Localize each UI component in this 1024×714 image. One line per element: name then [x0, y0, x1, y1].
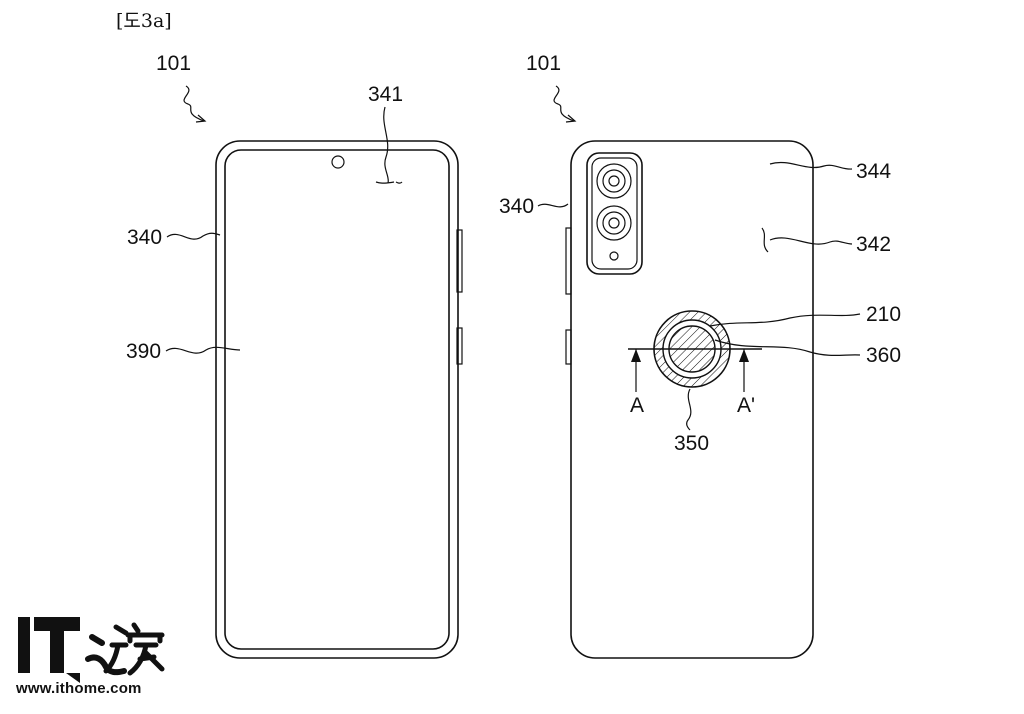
camera-lens-2-mid: [602, 211, 626, 235]
leader-101-front-arrowhead: [195, 114, 207, 123]
watermark-url: www.ithome.com: [16, 680, 142, 697]
label-390: 390: [126, 340, 161, 363]
it-mark: [18, 617, 80, 683]
ithome-logo: [18, 617, 165, 683]
front-outer-frame: [215, 140, 459, 659]
front-side-button-top: [456, 229, 463, 293]
leader-341: [383, 106, 389, 184]
leader-101-rear-arrowhead: [565, 114, 577, 123]
camera-module-outer: [586, 152, 643, 275]
label-340-front: 340: [127, 226, 162, 249]
label-360: 360: [866, 344, 901, 367]
label-341: 341: [368, 83, 403, 106]
section-arrow-a-prime-head: [739, 349, 749, 362]
leader-360: [714, 339, 861, 356]
camera-lens-1-inner: [608, 175, 620, 187]
camera-lens-2-outer: [596, 205, 632, 241]
leader-344: [769, 162, 853, 170]
leader-210: [709, 313, 861, 327]
leader-340-rear: [537, 203, 569, 208]
leader-390: [165, 346, 241, 354]
leader-342: [761, 227, 853, 253]
front-side-button-bottom: [456, 327, 463, 365]
label-section-a-prime: A': [737, 394, 755, 417]
rear-view: A A' 101 340 344 342 210 360 350: [499, 52, 901, 659]
label-section-a: A: [630, 394, 644, 417]
section-arrow-a-head: [631, 349, 641, 362]
figure-title: [도3a]: [116, 10, 172, 32]
label-342: 342: [856, 233, 891, 256]
rear-side-button-top: [565, 227, 572, 295]
front-view: 101 341 340 390: [126, 52, 463, 659]
camera-module-inner: [591, 157, 638, 270]
camera-lens-1-mid: [602, 169, 626, 193]
rear-side-button-bottom: [565, 329, 572, 365]
front-display-area: [224, 149, 450, 650]
front-camera-hole: [331, 155, 345, 169]
rear-back-cover: [570, 140, 814, 659]
zhijia-glyphs: [85, 622, 165, 676]
leader-341-tick: [375, 181, 403, 184]
leader-101-rear: [553, 85, 575, 122]
label-101-front: 101: [156, 52, 191, 75]
label-101-rear: 101: [526, 52, 561, 75]
label-340-rear: 340: [499, 195, 534, 218]
leader-101-front: [183, 85, 205, 122]
leader-340-front: [166, 232, 221, 240]
label-210: 210: [866, 303, 901, 326]
camera-lens-1-outer: [596, 163, 632, 199]
leader-350: [686, 388, 692, 431]
label-344: 344: [856, 160, 891, 183]
camera-lens-2-inner: [608, 217, 620, 229]
label-350: 350: [674, 432, 709, 455]
camera-flash: [609, 251, 619, 261]
